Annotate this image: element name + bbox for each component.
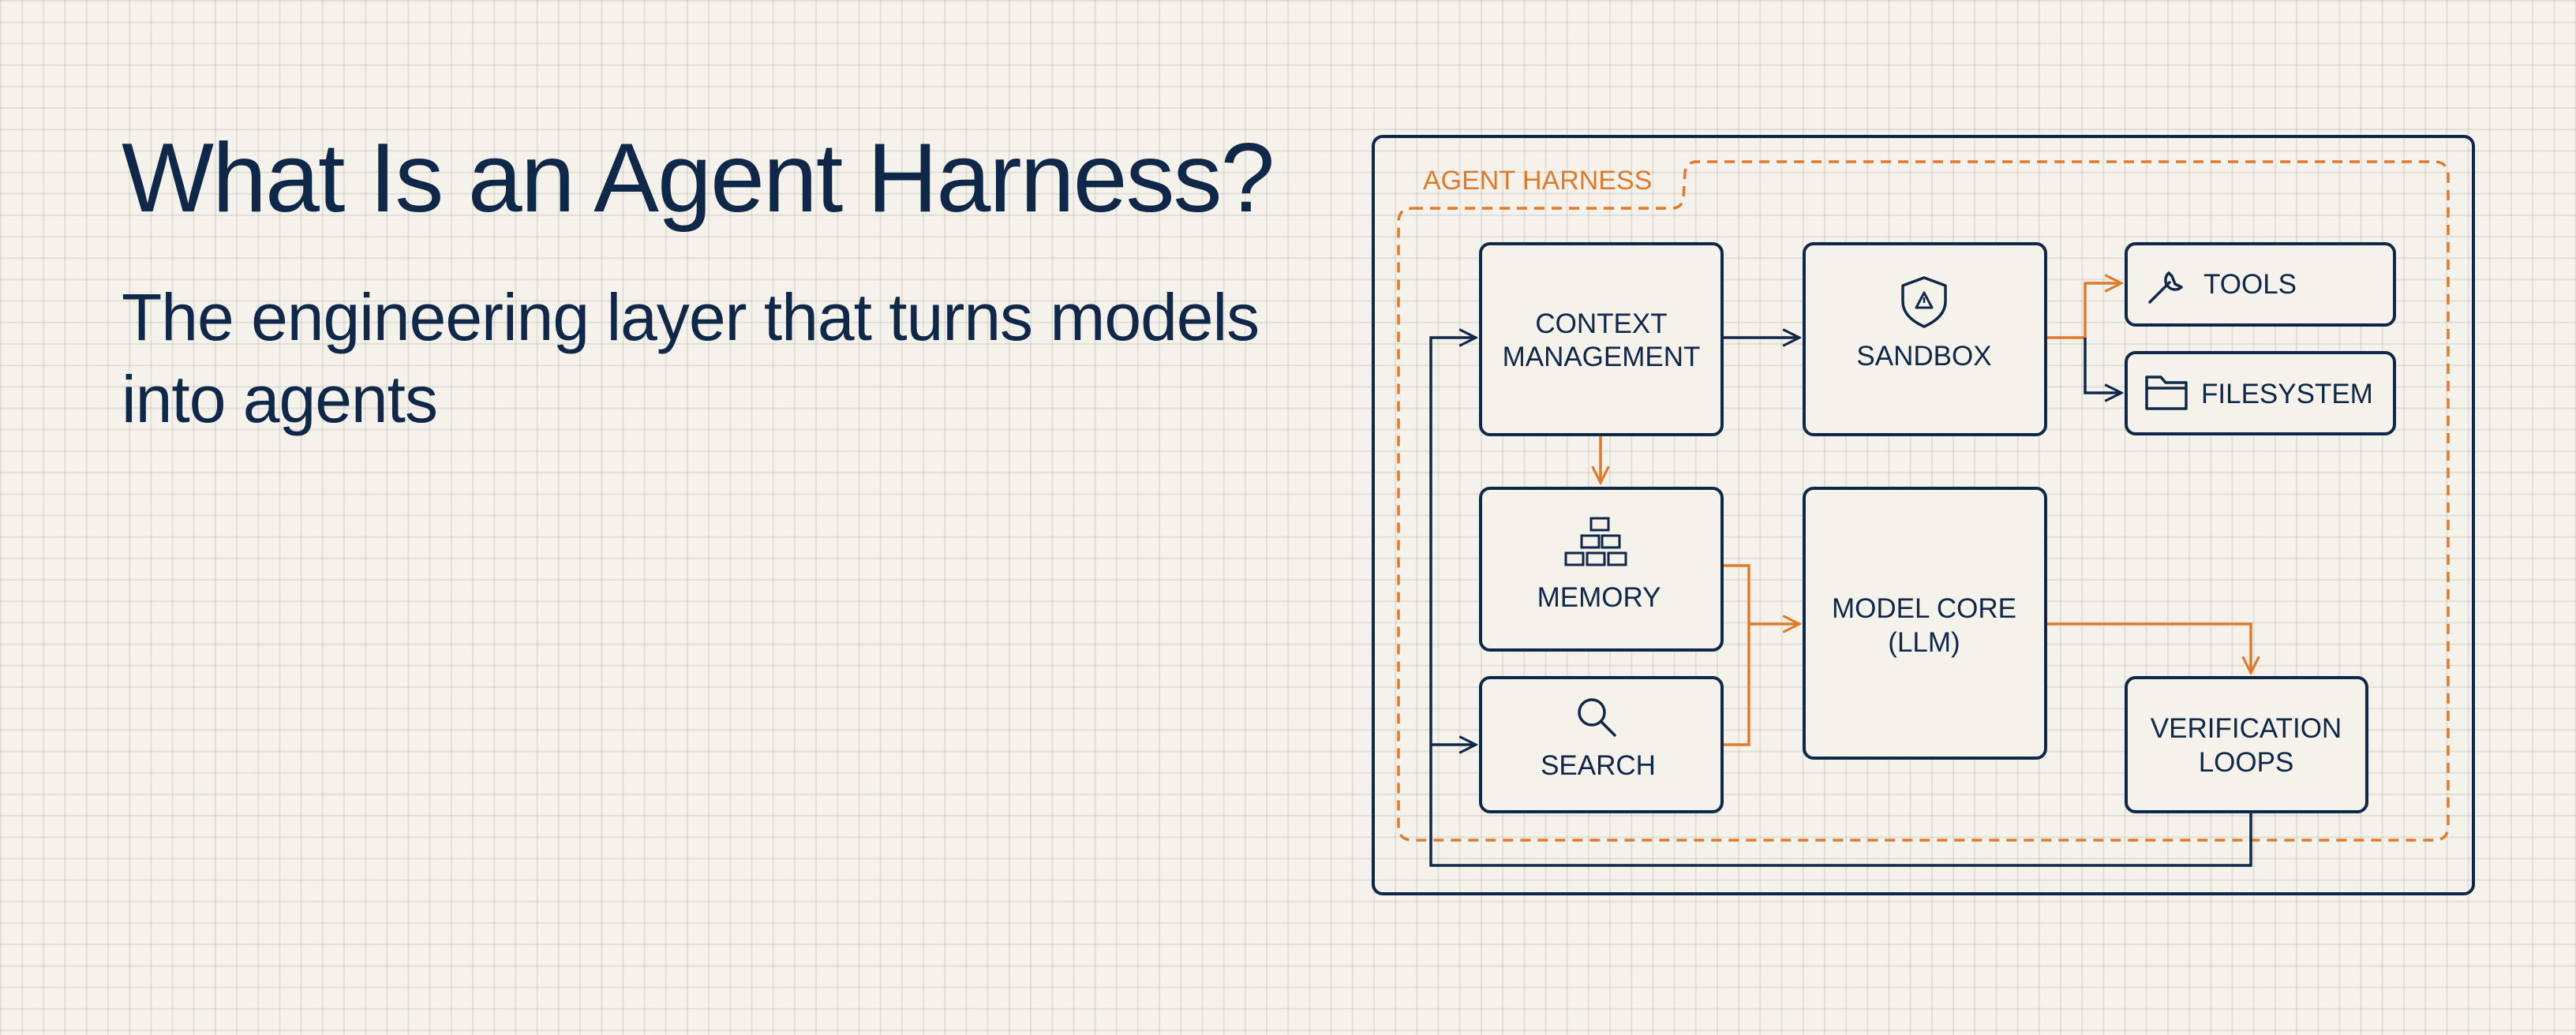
harness-label: AGENT HARNESS <box>1423 166 1652 196</box>
node-filesystem: FILESYSTEM <box>2125 351 2396 435</box>
connectors <box>1429 283 2252 867</box>
feedback-loop-line <box>1429 338 2252 867</box>
node-context-management: CONTEXT MANAGEMENT <box>1479 242 1724 436</box>
context-management-label-line2: MANAGEMENT <box>1503 342 1701 372</box>
node-verification-loops: VERIFICATION LOOPS <box>2125 676 2368 813</box>
sandbox-label: SANDBOX <box>1856 341 1991 372</box>
shield-warning-icon <box>1901 276 1947 328</box>
model-core-label-line1: MODEL CORE <box>1832 593 2016 624</box>
line-memory-merge <box>1722 564 1750 746</box>
filesystem-label: FILESYSTEM <box>2201 379 2373 409</box>
memory-blocks-icon <box>1564 517 1627 566</box>
search-label: SEARCH <box>1541 750 1656 781</box>
model-core-label-line2: (LLM) <box>1888 627 1960 658</box>
node-memory: MEMORY <box>1479 487 1724 652</box>
arrow-sandbox-to-tools <box>2046 283 2121 339</box>
verification-loops-label-line1: VERIFICATION <box>2151 713 2342 744</box>
node-search: SEARCH <box>1479 676 1724 813</box>
harness-boundary <box>1397 160 2450 842</box>
node-tools: TOOLS <box>2125 242 2396 327</box>
memory-label: MEMORY <box>1537 582 1661 613</box>
tools-label: TOOLS <box>2203 269 2297 300</box>
node-model-core: MODEL CORE (LLM) <box>1803 487 2047 760</box>
verification-loops-label-line2: LOOPS <box>2199 747 2294 778</box>
arrow-model-to-verification <box>2046 622 2251 673</box>
folder-icon <box>2145 376 2188 410</box>
outer-frame <box>1372 135 2475 895</box>
arrow-sandbox-to-filesystem <box>2084 338 2121 393</box>
search-icon <box>1578 698 1616 737</box>
node-sandbox: SANDBOX <box>1803 242 2047 436</box>
page-title: What Is an Agent Harness? <box>122 124 1275 233</box>
context-management-label-line1: CONTEXT <box>1535 308 1667 339</box>
page-subtitle: The engineering layer that turns models … <box>122 280 1260 436</box>
wrench-icon <box>2148 271 2183 304</box>
